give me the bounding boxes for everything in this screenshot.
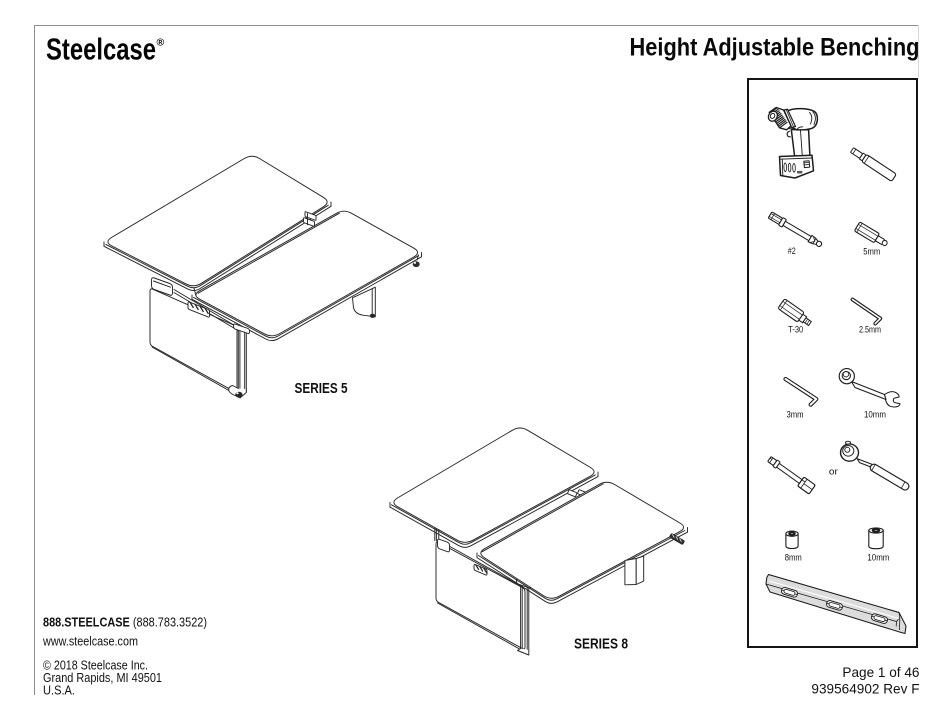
svg-text:Page 1 of 46: Page 1 of 46 — [842, 665, 919, 680]
svg-text:10mm: 10mm — [867, 552, 889, 562]
svg-text:®: ® — [157, 37, 165, 49]
svg-text:U.S.A.: U.S.A. — [43, 682, 75, 697]
svg-text:3mm: 3mm — [787, 410, 804, 420]
svg-text:or: or — [829, 467, 838, 477]
svg-text:Steelcase: Steelcase — [46, 33, 156, 67]
svg-text:5mm: 5mm — [863, 247, 880, 257]
svg-text:10mm: 10mm — [864, 410, 886, 420]
svg-text:Height Adjustable Benching: Height Adjustable Benching — [630, 34, 920, 62]
svg-text:T-30: T-30 — [788, 325, 803, 335]
svg-text:939564902 Rev F: 939564902 Rev F — [811, 681, 919, 696]
svg-text:888.STEELCASE (888.783.3522): 888.STEELCASE (888.783.3522) — [43, 615, 207, 630]
svg-text:Grand Rapids, MI 49501: Grand Rapids, MI 49501 — [43, 670, 162, 685]
svg-text:© 2018 Steelcase Inc.: © 2018 Steelcase Inc. — [43, 658, 148, 673]
svg-text:www.steelcase.com: www.steelcase.com — [42, 634, 138, 649]
svg-text:SERIES 8: SERIES 8 — [574, 636, 628, 653]
svg-text:SERIES 5: SERIES 5 — [295, 380, 348, 397]
svg-text:#2: #2 — [788, 246, 796, 256]
svg-text:8mm: 8mm — [785, 553, 802, 563]
svg-text:2.5mm: 2.5mm — [859, 325, 881, 335]
